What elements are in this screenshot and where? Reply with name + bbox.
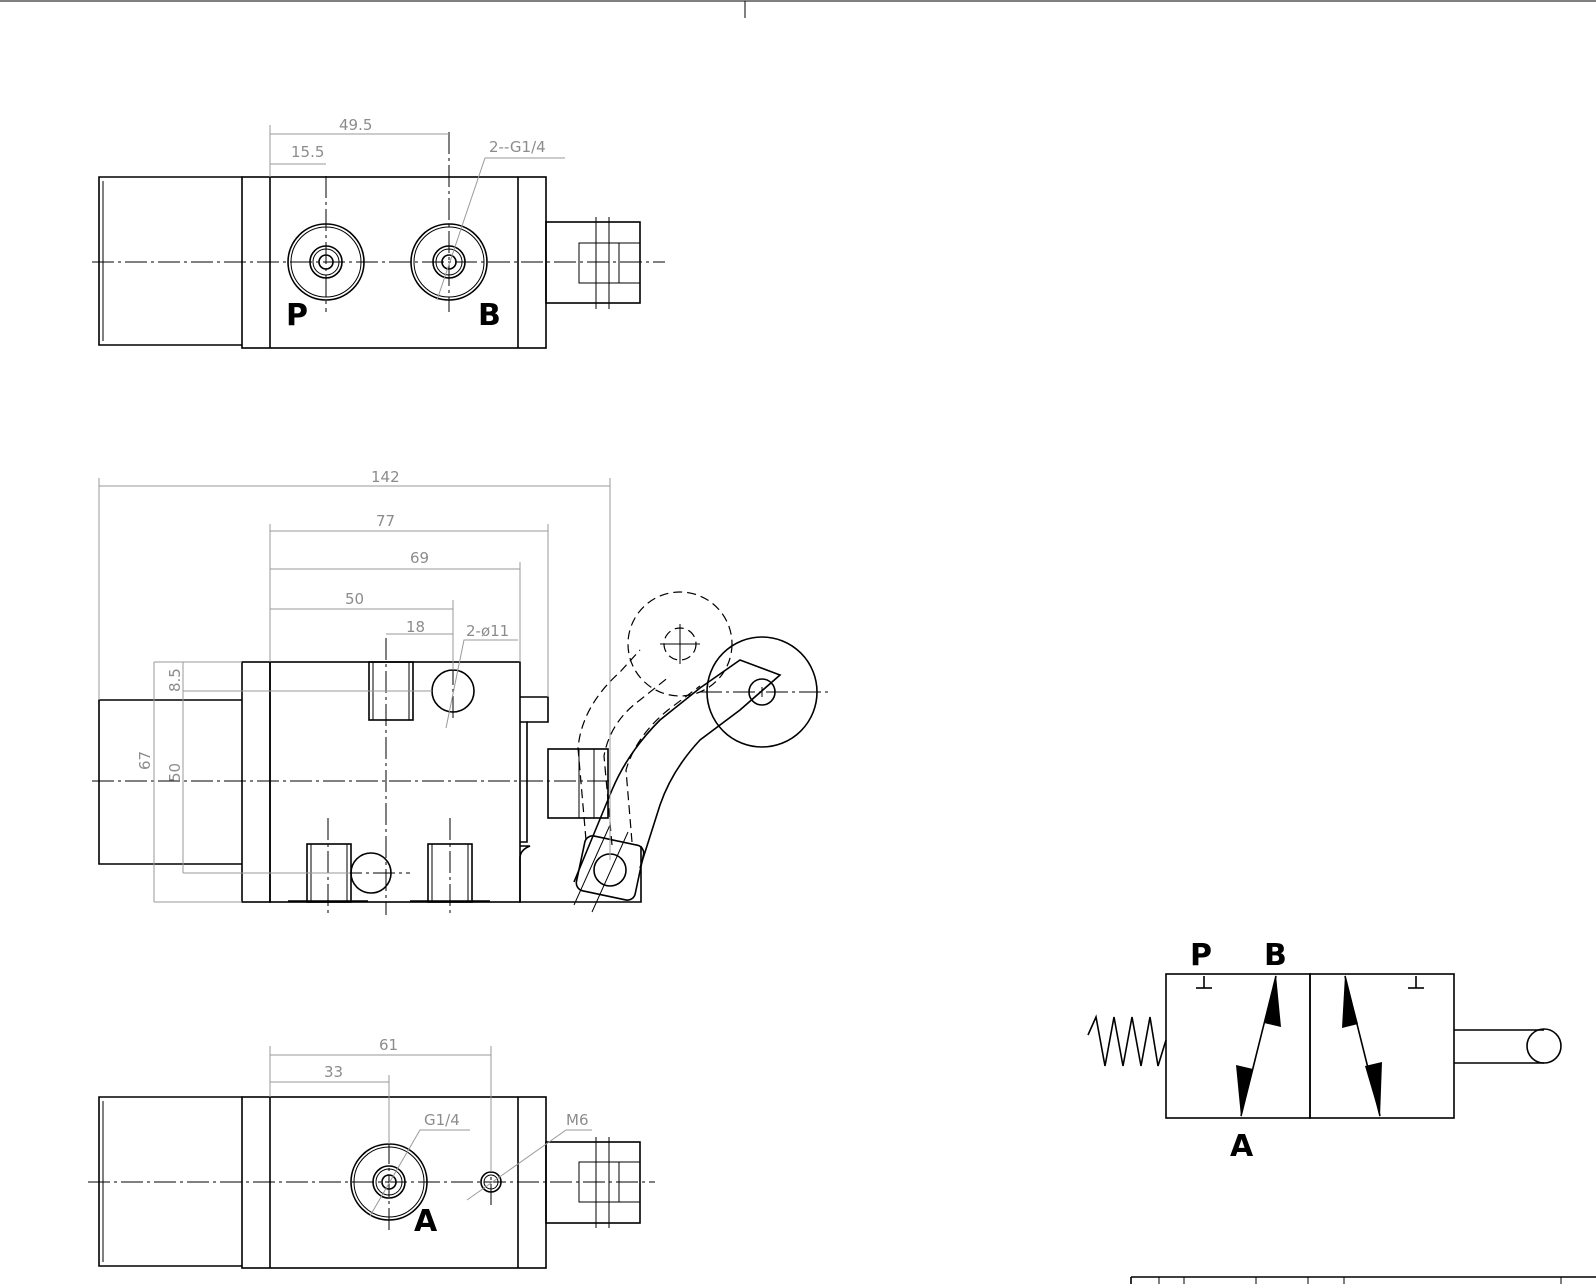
dim-15-5: 15.5 (291, 143, 324, 161)
dim-69: 69 (410, 549, 429, 567)
dim-33: 33 (324, 1063, 343, 1081)
top-view: 49.5 15.5 2--G1/4 P B (92, 116, 665, 349)
dim-61: 61 (379, 1036, 398, 1054)
port-label-a: A (414, 1204, 438, 1239)
thread-callout: 2--G1/4 (489, 138, 546, 156)
bottom-view: 61 33 G1/4 M6 A (88, 1036, 655, 1269)
holes-callout: 2-ø11 (466, 622, 509, 640)
dim-50: 50 (345, 590, 364, 608)
dim-77: 77 (376, 512, 395, 530)
dim-142: 142 (371, 468, 400, 486)
dim-67: 67 (136, 751, 154, 770)
dim-8-5: 8.5 (166, 668, 184, 692)
dim-50-vertical: 50 (166, 763, 184, 782)
symbol-port-a: A (1230, 1129, 1254, 1164)
port-label-p: P (286, 298, 308, 333)
title-block-edge (1130, 1276, 1596, 1284)
front-view: 142 77 69 50 18 2-ø11 67 8.5 50 (92, 468, 830, 915)
symbol-port-p: P (1190, 938, 1212, 973)
sheet-frame (0, 0, 1596, 18)
dim-49-5: 49.5 (339, 116, 372, 134)
port-label-b: B (478, 298, 501, 333)
screw-callout: M6 (566, 1111, 589, 1129)
dim-18: 18 (406, 618, 425, 636)
valve-symbol: P B A (1087, 938, 1562, 1164)
symbol-port-b: B (1264, 938, 1287, 973)
thread-callout-a: G1/4 (424, 1111, 460, 1129)
